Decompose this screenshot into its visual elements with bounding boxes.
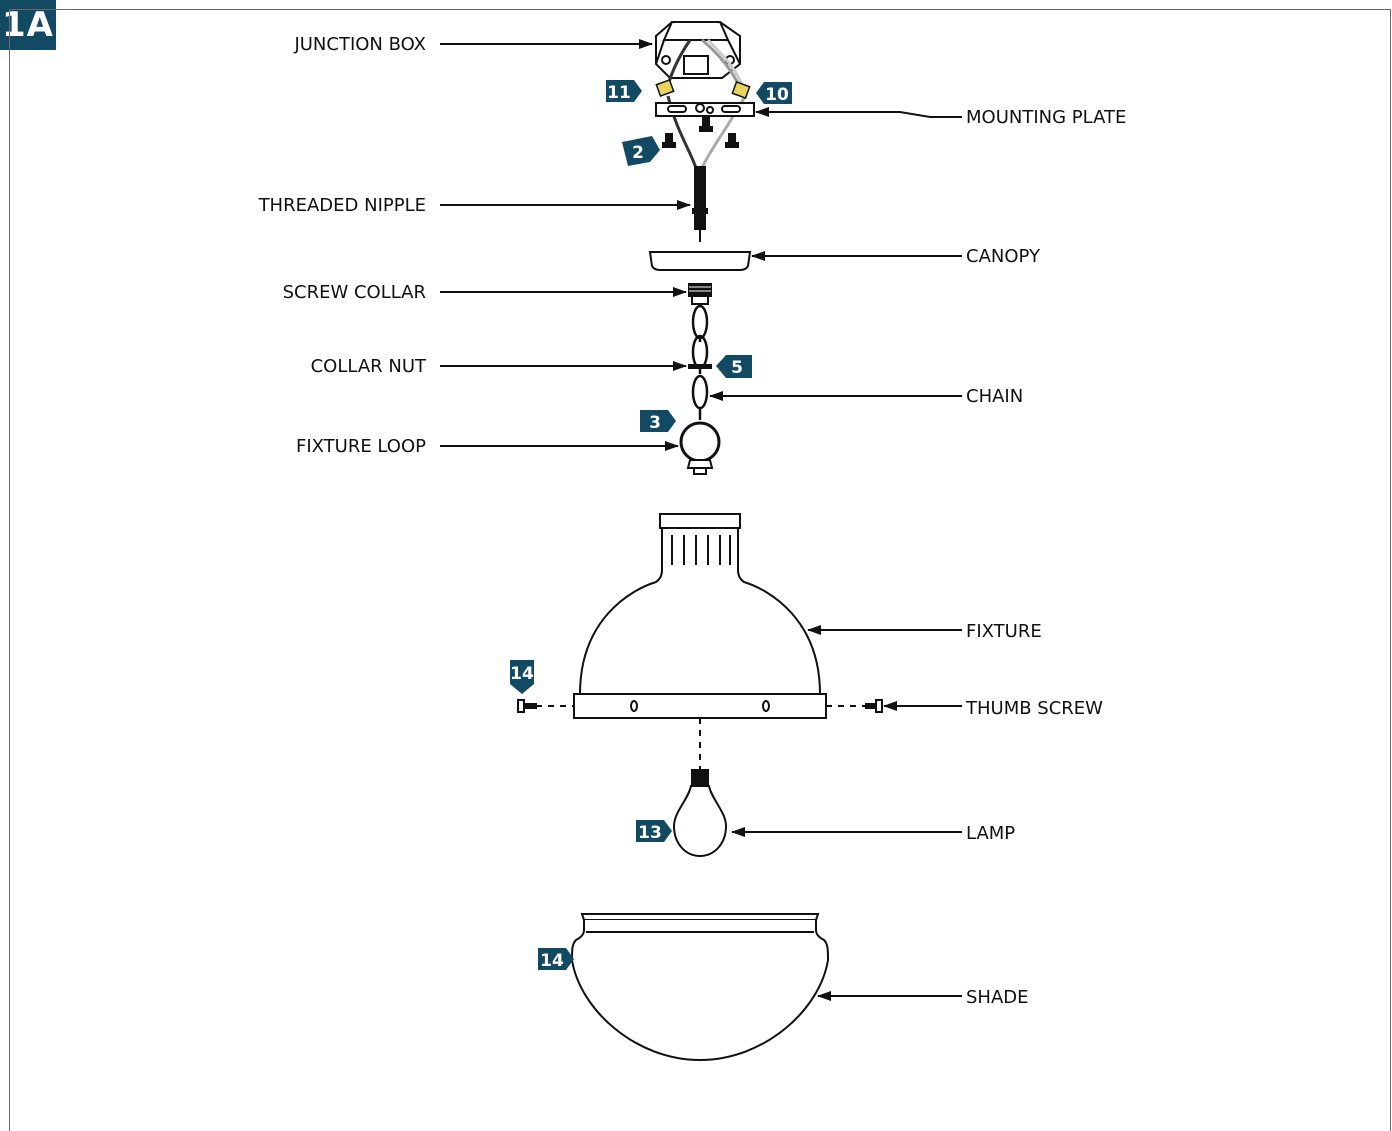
svg-text:3: 3	[649, 413, 661, 433]
label-lamp: LAMP	[966, 823, 1015, 844]
label-thumb-screw: THUMB SCREW	[965, 698, 1103, 719]
label-fixture: FIXTURE	[966, 621, 1042, 642]
chain	[691, 304, 709, 420]
label-chain: CHAIN	[966, 386, 1023, 407]
label-shade: SHADE	[966, 987, 1029, 1008]
mounting-plate	[655, 102, 755, 117]
thumb-screw-left	[517, 699, 537, 713]
step-badge-thumb-screw: 14	[510, 660, 534, 694]
thumb-screw-right	[865, 699, 883, 713]
label-mounting-plate: MOUNTING PLATE	[966, 107, 1126, 128]
svg-text:10: 10	[765, 85, 789, 105]
collar-nut	[688, 364, 712, 369]
threaded-nipple	[692, 166, 708, 242]
fixture	[573, 513, 827, 719]
shade	[570, 913, 830, 1062]
fixture-loop	[679, 421, 721, 475]
figure-frame	[9, 9, 1391, 1131]
step-badge-mounting-screws: 2	[622, 136, 660, 166]
step-badge-wire-right: 10	[756, 82, 792, 105]
leader-mounting-plate	[755, 107, 962, 118]
label-canopy: CANOPY	[966, 246, 1041, 267]
step-badge-collar-nut: 5	[716, 355, 752, 378]
junction-box	[655, 21, 741, 79]
label-threaded-nipple: THREADED NIPPLE	[258, 195, 426, 216]
step-badge-lamp: 13	[636, 820, 672, 843]
step-badge-wire-left: 11	[606, 80, 642, 103]
svg-text:13: 13	[638, 823, 662, 843]
svg-text:14: 14	[510, 664, 534, 684]
label-screw-collar: SCREW COLLAR	[283, 282, 426, 303]
svg-text:5: 5	[731, 358, 743, 378]
mounting-screws	[662, 117, 739, 148]
label-fixture-loop: FIXTURE LOOP	[296, 436, 426, 457]
screw-collar	[688, 283, 712, 305]
svg-text:11: 11	[607, 83, 631, 103]
wire-connectors	[655, 79, 751, 99]
svg-text:2: 2	[632, 143, 644, 163]
leader-lines	[440, 39, 962, 1001]
step-badge-shade: 14	[538, 948, 574, 971]
canopy	[648, 251, 752, 271]
thumb-screw-lines	[536, 705, 866, 770]
label-junction-box: JUNCTION BOX	[293, 34, 426, 55]
lamp	[672, 769, 728, 858]
step-badge-fixture-loop: 3	[640, 410, 676, 433]
label-collar-nut: COLLAR NUT	[311, 356, 427, 377]
svg-text:14: 14	[540, 951, 564, 971]
